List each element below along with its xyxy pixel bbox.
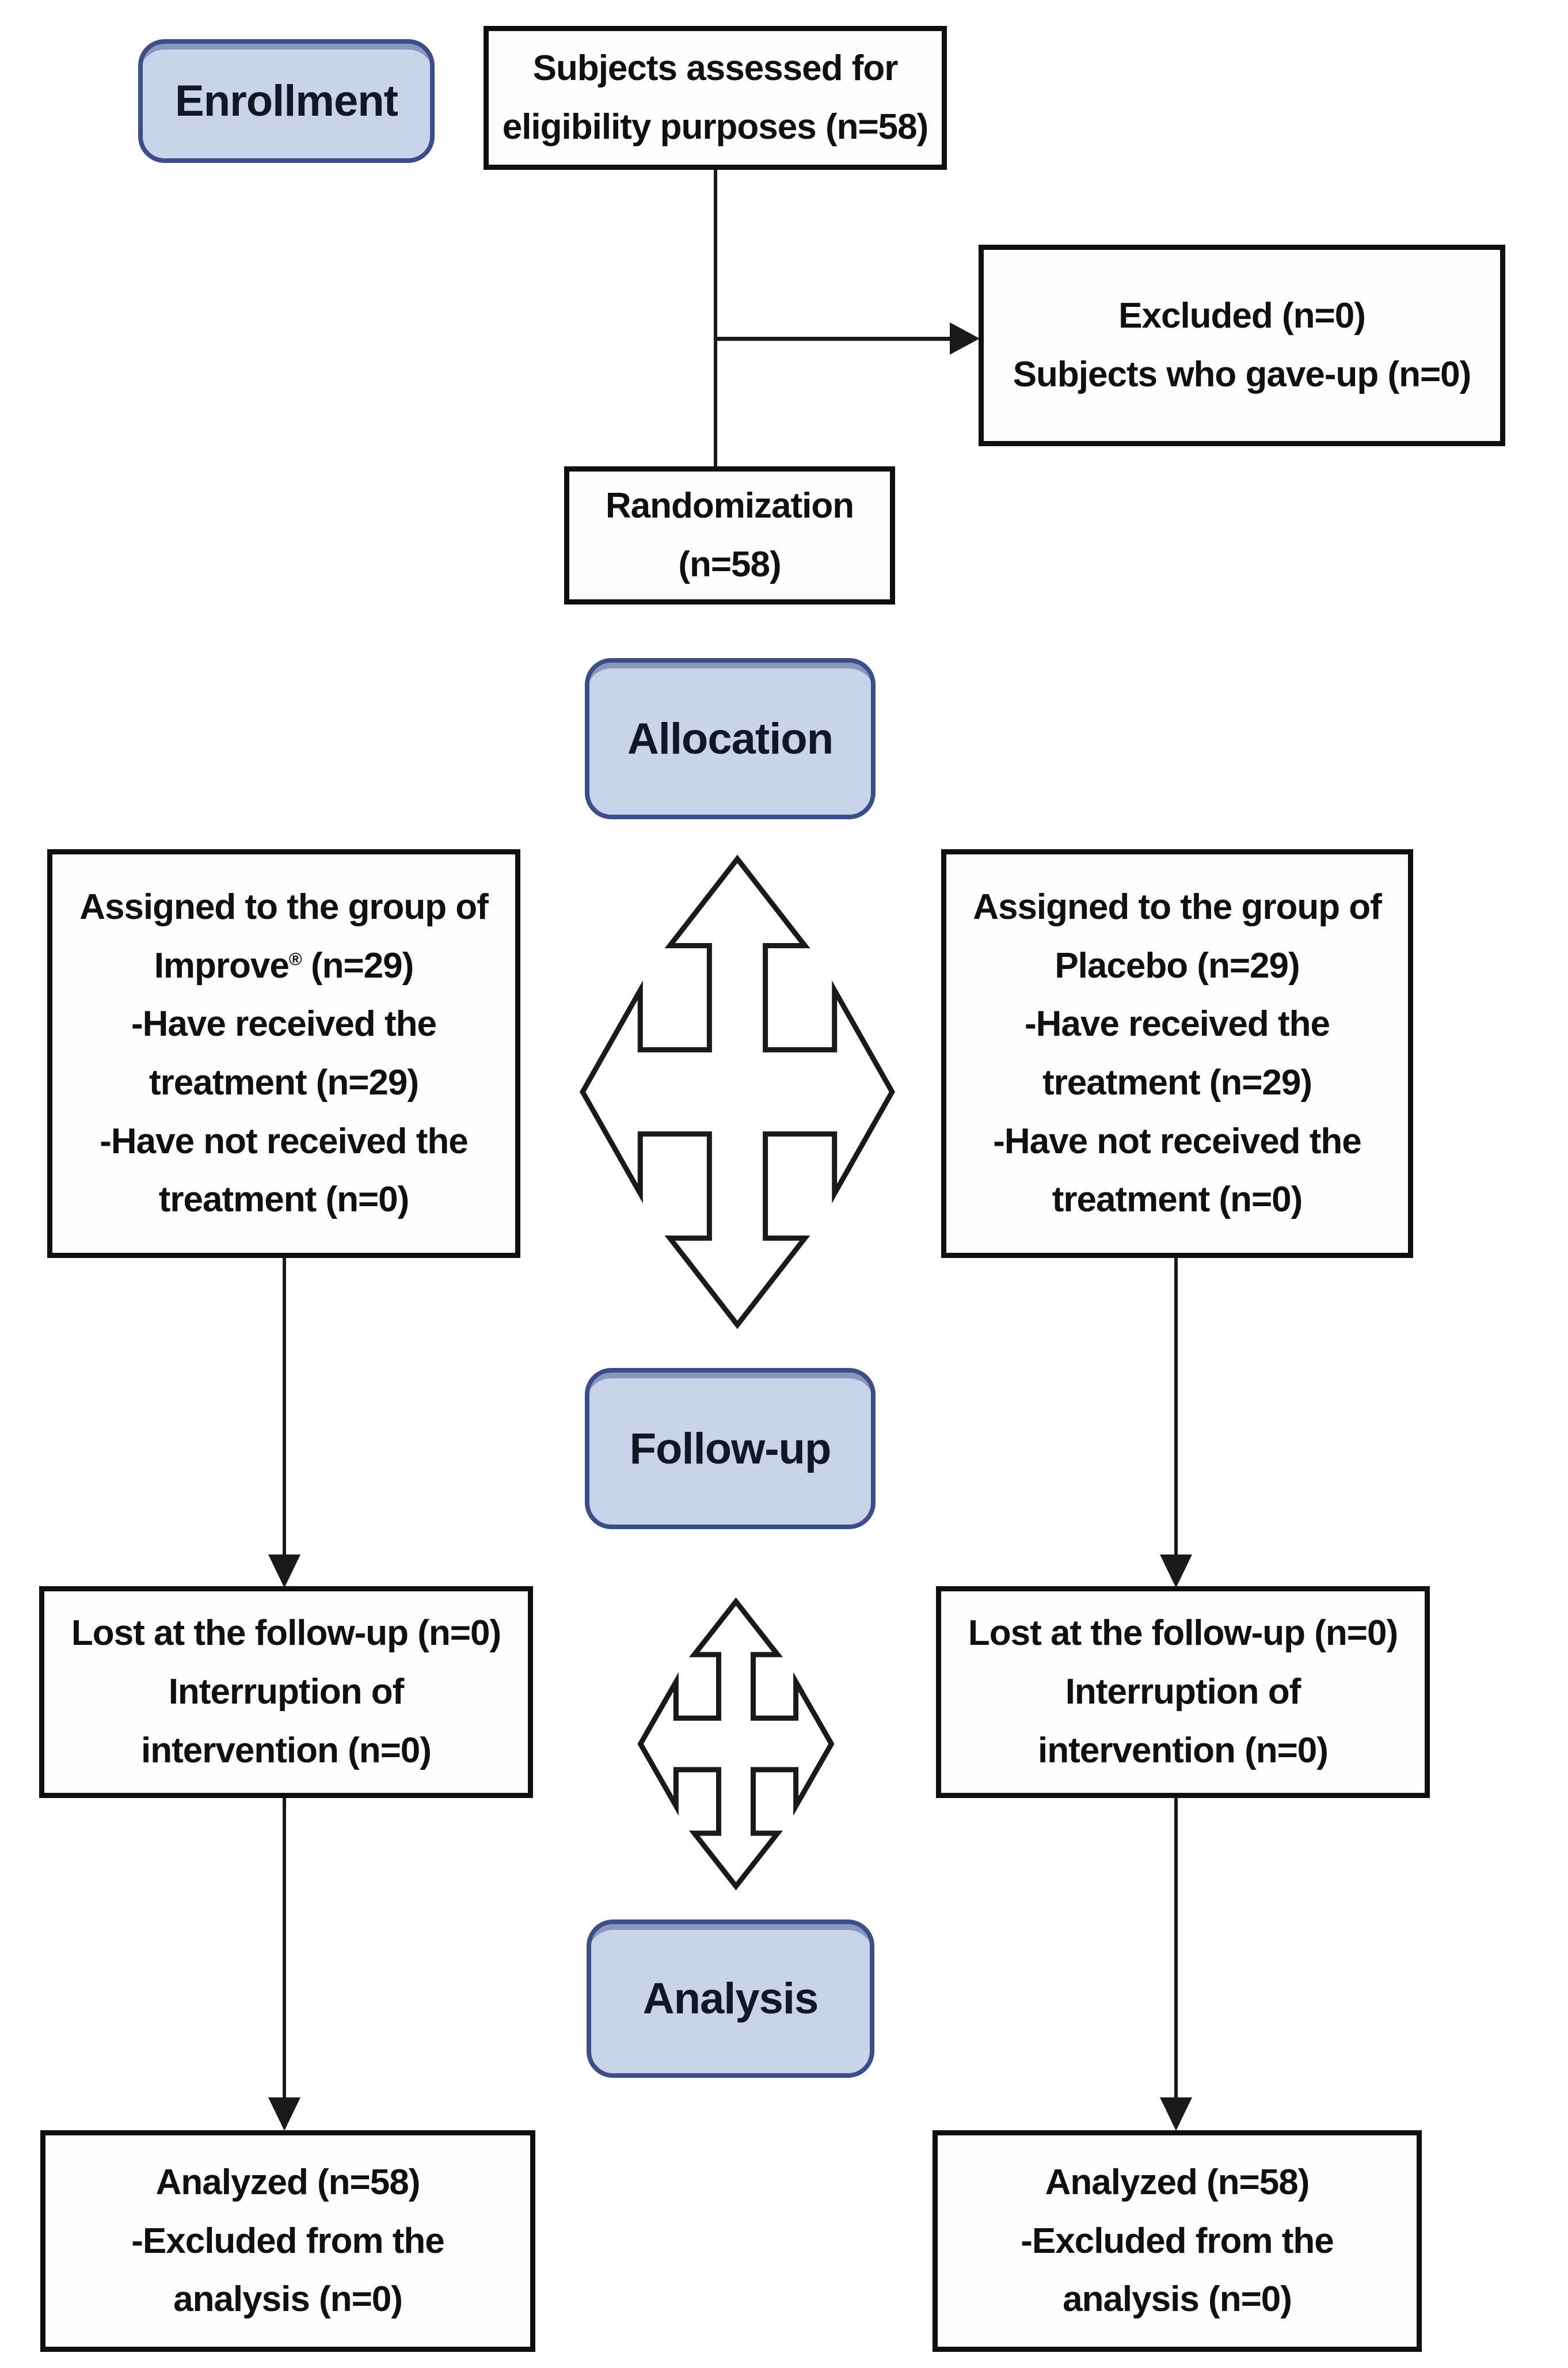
stage-label-allocation: Allocation [585, 658, 876, 819]
improve-name: Improve [154, 945, 290, 986]
box-lost-improve-line-1: Lost at the follow-up (n=0) [71, 1613, 501, 1654]
box-assigned-improve: Assigned to the group of Improve® (n=29)… [47, 849, 520, 1258]
box-assigned-improve-line-2: Improve® (n=29) [154, 937, 414, 995]
box-assigned-placebo-line-2: Placebo (n=29) [1055, 945, 1300, 986]
box-lost-followup-placebo: Lost at the follow-up (n=0) Interruption… [936, 1586, 1430, 1798]
box-subjects-assessed-line-1: Subjects assessed for [532, 48, 899, 89]
box-randomization-line-1: Randomization [605, 486, 854, 526]
box-analyzed-placebo: Analyzed (n=58) -Excluded from the analy… [933, 2130, 1422, 2352]
box-excluded-line-2: Subjects who gave-up (n=0) [1013, 355, 1472, 394]
box-assigned-placebo: Assigned to the group of Placebo (n=29) … [941, 849, 1413, 1258]
connector-improve-to-lost [283, 1258, 286, 1557]
box-lost-placebo-line-3: intervention (n=0) [1038, 1730, 1329, 1770]
arrowhead-into-lost-improve [268, 1554, 300, 1588]
box-lost-improve-line-3: intervention (n=0) [141, 1730, 432, 1770]
box-assigned-improve-line-3: -Have received the [131, 1004, 437, 1044]
box-lost-placebo-line-2: Interruption of [1065, 1672, 1301, 1712]
four-way-arrow-icon-large [573, 844, 902, 1340]
box-assigned-improve-line-4: treatment (n=29) [149, 1063, 419, 1103]
box-analyzed-improve: Analyzed (n=58) -Excluded from the analy… [40, 2130, 535, 2352]
arrowhead-into-analyzed-placebo [1160, 2097, 1192, 2131]
box-analyzed-placebo-line-1: Analyzed (n=58) [1045, 2162, 1310, 2202]
connector-assessed-to-randomization [714, 170, 717, 466]
box-assigned-improve-line-1: Assigned to the group of [79, 887, 489, 927]
stage-label-analysis: Analysis [587, 1920, 874, 2078]
box-assigned-improve-line-5: -Have not received the [100, 1121, 469, 1161]
box-analyzed-improve-line-1: Analyzed (n=58) [155, 2162, 421, 2202]
box-randomization: Randomization (n=58) [564, 466, 895, 605]
box-assigned-placebo-line-5: -Have not received the [993, 1121, 1362, 1161]
arrowhead-into-lost-placebo [1160, 1554, 1192, 1588]
box-lost-placebo-line-1: Lost at the follow-up (n=0) [968, 1613, 1398, 1654]
stage-label-followup: Follow-up [585, 1368, 876, 1529]
box-excluded-line-1: Excluded (n=0) [1118, 296, 1366, 336]
box-randomization-line-2: (n=58) [678, 545, 781, 584]
box-subjects-assessed: Subjects assessed for eligibility purpos… [484, 26, 947, 170]
box-assigned-placebo-line-3: -Have received the [1025, 1004, 1330, 1044]
connector-lost-to-analyzed-improve [283, 1798, 286, 2099]
box-analyzed-placebo-line-2: -Excluded from the [1021, 2221, 1334, 2261]
box-assigned-placebo-line-6: treatment (n=0) [1052, 1180, 1303, 1220]
registered-trademark-symbol: ® [288, 949, 302, 969]
box-analyzed-placebo-line-3: analysis (n=0) [1063, 2279, 1292, 2320]
stage-label-enrollment: Enrollment [138, 39, 435, 163]
connector-placebo-to-lost [1174, 1258, 1178, 1557]
improve-n: (n=29) [301, 945, 414, 986]
box-excluded: Excluded (n=0) Subjects who gave-up (n=0… [979, 245, 1505, 446]
box-assigned-placebo-line-4: treatment (n=29) [1042, 1063, 1312, 1103]
box-analyzed-improve-line-3: analysis (n=0) [173, 2279, 403, 2320]
box-analyzed-improve-line-2: -Excluded from the [131, 2221, 445, 2261]
box-assigned-placebo-line-1: Assigned to the group of [973, 887, 1382, 927]
connector-lost-to-analyzed-placebo [1174, 1798, 1178, 2099]
arrowhead-into-excluded [950, 322, 980, 355]
box-assigned-improve-line-6: treatment (n=0) [158, 1180, 410, 1220]
box-subjects-assessed-line-2: eligibility purposes (n=58) [502, 107, 929, 147]
arrowhead-into-analyzed-improve [268, 2097, 300, 2131]
box-lost-improve-line-2: Interruption of [168, 1672, 405, 1712]
box-lost-followup-improve: Lost at the follow-up (n=0) Interruption… [39, 1586, 533, 1798]
four-way-arrow-icon-small [634, 1592, 838, 1895]
connector-branch-to-excluded [714, 337, 951, 341]
